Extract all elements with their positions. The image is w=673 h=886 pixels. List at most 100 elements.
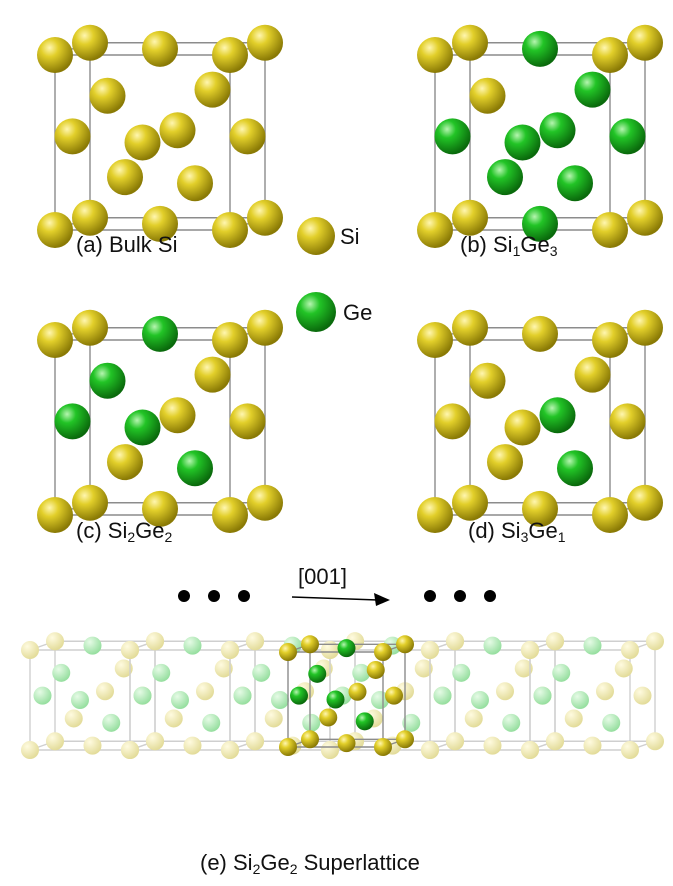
si-atom xyxy=(212,497,248,533)
ge-atom xyxy=(152,663,171,682)
si-atom xyxy=(72,484,108,521)
si-atom xyxy=(124,124,161,161)
superlattice-cell-highlight xyxy=(279,635,414,756)
legend-ge-label: Ge xyxy=(343,300,373,325)
si-atom xyxy=(21,641,39,659)
si-atom xyxy=(366,660,385,679)
ge-atom xyxy=(483,636,502,655)
si-atom xyxy=(596,682,614,701)
si-atom xyxy=(121,641,139,659)
ge-atom xyxy=(504,124,541,161)
si-atom xyxy=(452,484,488,521)
si-atom xyxy=(321,741,339,759)
si-atom xyxy=(546,632,564,651)
si-atom xyxy=(496,682,514,701)
si-atom xyxy=(487,444,523,481)
ge-atom xyxy=(433,686,452,705)
ge-atom xyxy=(233,686,252,705)
si-atom xyxy=(564,709,583,728)
si-atom xyxy=(583,736,602,755)
legend-si-label: Si xyxy=(340,224,360,249)
si-atom xyxy=(46,732,64,751)
si-atom xyxy=(212,322,248,358)
si-atom xyxy=(146,632,164,651)
si-atom xyxy=(247,24,283,61)
si-atom xyxy=(247,309,283,346)
si-atom xyxy=(385,686,403,705)
si-atom xyxy=(194,356,231,393)
si-atom xyxy=(452,24,488,61)
si-atom xyxy=(37,37,73,73)
panel-a-label: (a) Bulk Si xyxy=(76,232,178,257)
si-atom xyxy=(37,212,73,248)
si-atom xyxy=(592,497,628,533)
ge-atom xyxy=(571,691,589,709)
si-atom xyxy=(159,112,196,149)
ge-atom xyxy=(602,713,621,732)
si-atom xyxy=(229,403,266,440)
si-atom xyxy=(348,682,367,701)
ge-atom xyxy=(539,397,576,434)
si-atom xyxy=(609,403,646,440)
si-atom xyxy=(142,205,178,242)
ge-atom xyxy=(302,713,321,732)
si-atom xyxy=(321,641,339,659)
si-atom xyxy=(301,730,319,749)
si-atom xyxy=(396,635,414,654)
si-atom xyxy=(464,709,483,728)
si-atom xyxy=(212,37,248,73)
si-atom xyxy=(159,397,196,434)
si-atom xyxy=(142,30,178,67)
si-atom xyxy=(72,199,108,236)
si-atom xyxy=(514,659,533,678)
si-atom xyxy=(72,309,108,346)
si-atom xyxy=(107,159,143,196)
ge-atom xyxy=(557,450,593,487)
si-atom xyxy=(483,736,502,755)
superlattice-chain xyxy=(21,632,664,759)
si-atom xyxy=(21,741,39,759)
si-atom xyxy=(374,643,392,661)
ge-atom xyxy=(71,691,89,709)
ge-atom xyxy=(352,663,371,682)
si-atom xyxy=(434,403,471,440)
si-atom xyxy=(417,37,453,73)
si-atom xyxy=(592,37,628,73)
ge-atom xyxy=(183,636,202,655)
si-atom xyxy=(246,632,264,651)
si-atom xyxy=(319,708,338,727)
cell-si3ge1 xyxy=(417,309,663,533)
superlattice-label: (e) Si2Ge2 Superlattice xyxy=(200,850,420,877)
ge-atom xyxy=(371,691,389,709)
cell-si1ge3 xyxy=(417,24,663,248)
ge-atom xyxy=(202,713,221,732)
ge-atom xyxy=(337,639,356,658)
si-atom xyxy=(417,497,453,533)
si-atom xyxy=(396,730,414,749)
si-atom xyxy=(374,738,392,756)
ellipsis-right xyxy=(424,590,496,602)
si-atom xyxy=(214,659,233,678)
si-atom xyxy=(469,362,506,399)
legend-si-atom xyxy=(297,217,335,255)
si-atom xyxy=(446,632,464,651)
si-atom xyxy=(627,199,663,236)
si-atom xyxy=(177,165,213,202)
si-atom xyxy=(627,484,663,521)
ge-atom xyxy=(574,71,611,108)
si-atom xyxy=(37,322,73,358)
ge-atom xyxy=(583,636,602,655)
si-atom xyxy=(574,356,611,393)
si-atom xyxy=(446,732,464,751)
ge-atom xyxy=(557,165,593,202)
ge-atom xyxy=(54,403,91,440)
si-atom xyxy=(37,497,73,533)
ge-atom xyxy=(171,691,189,709)
si-atom xyxy=(96,682,114,701)
si-atom xyxy=(646,632,664,651)
ge-atom xyxy=(271,691,289,709)
si-atom xyxy=(452,309,488,346)
si-atom xyxy=(114,659,133,678)
direction-label: [001] xyxy=(298,564,347,589)
si-atom xyxy=(337,734,356,753)
